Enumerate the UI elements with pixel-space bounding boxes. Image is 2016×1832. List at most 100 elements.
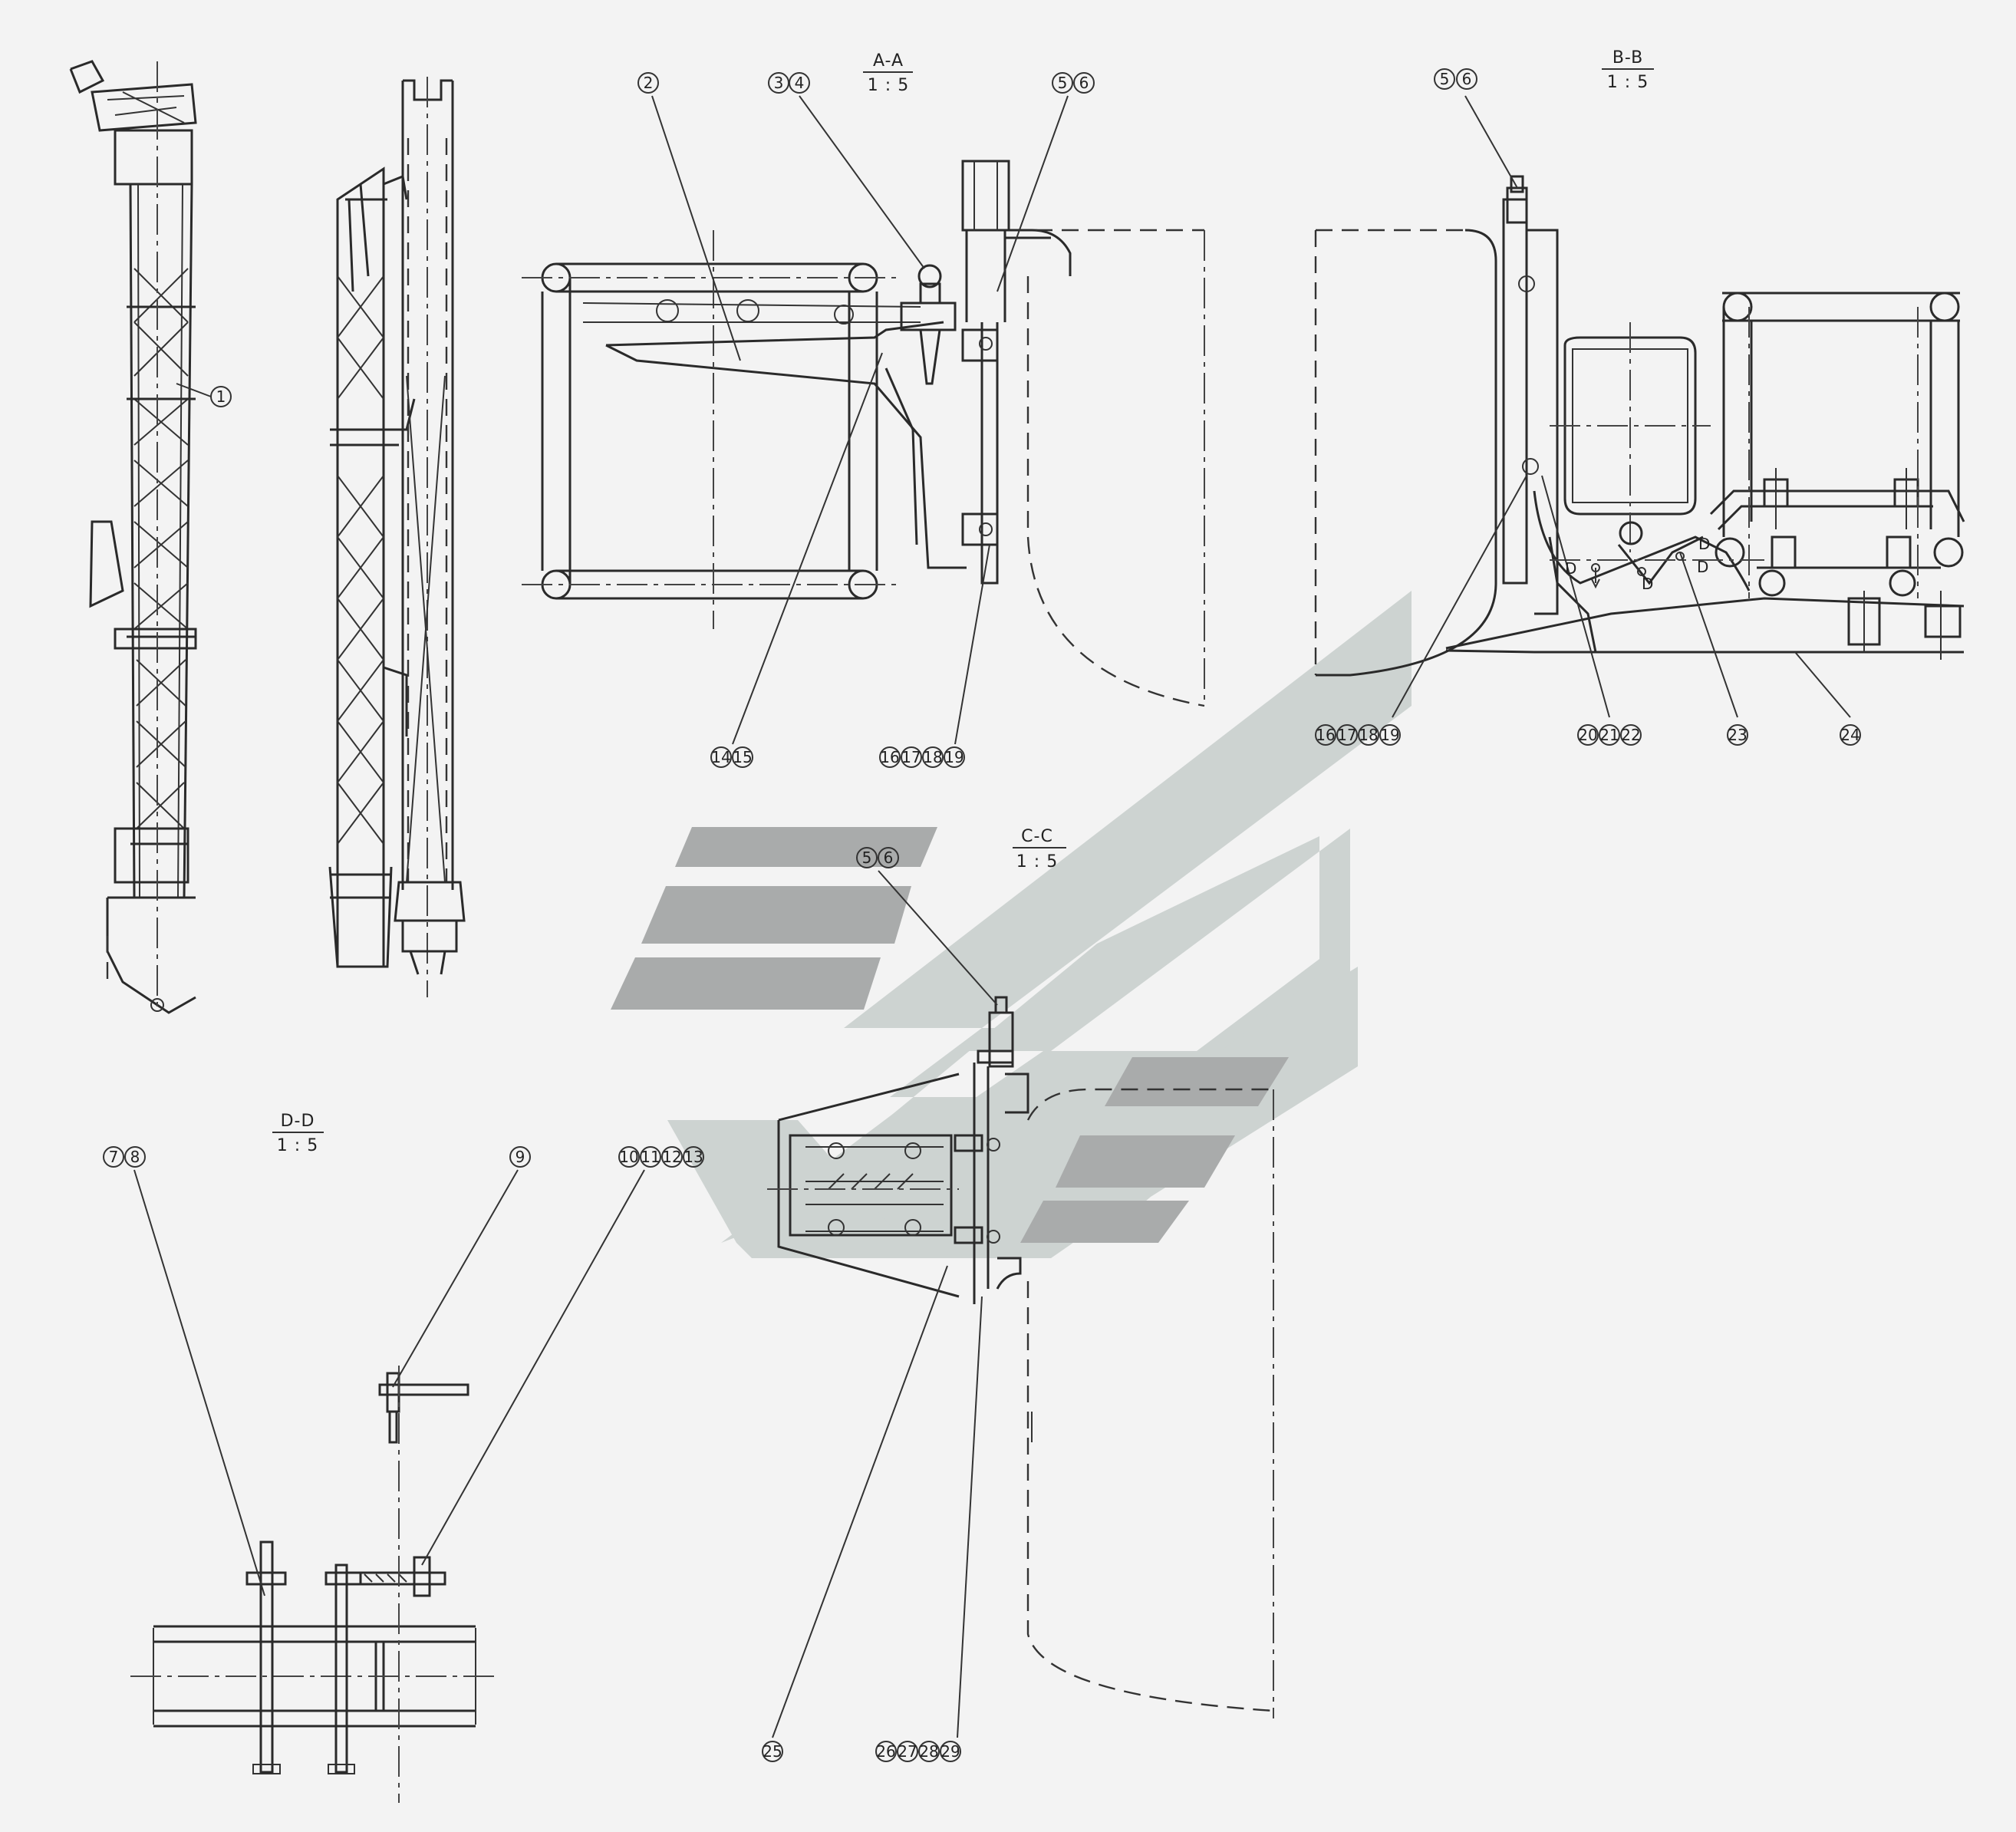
callout-18: 18 [922, 746, 944, 768]
svg-text:7: 7 [109, 1148, 119, 1166]
callout-19: 19 [944, 746, 965, 768]
svg-text:1: 1 [216, 387, 226, 406]
svg-text:8: 8 [130, 1148, 140, 1166]
callout-8: 8 [124, 1146, 146, 1168]
svg-text:14: 14 [711, 748, 730, 766]
callout-6: 6 [1073, 72, 1095, 94]
svg-text:18: 18 [1359, 726, 1378, 744]
callout-3: 3 [768, 72, 789, 94]
callout-7: 7 [103, 1146, 124, 1168]
svg-text:19: 19 [1380, 726, 1399, 744]
svg-text:12: 12 [662, 1148, 681, 1166]
callout-28: 28 [918, 1741, 940, 1762]
svg-text:23: 23 [1728, 726, 1747, 744]
boom-elevation-left [69, 60, 197, 1014]
callout-18: 18 [1358, 724, 1379, 746]
section-scale-d-d: 1 : 5 [277, 1136, 318, 1155]
section-label-d-d: D-D [281, 1112, 315, 1131]
callout-6: 6 [878, 847, 899, 868]
section-c-c [767, 996, 1274, 1718]
leader-lines [133, 95, 1851, 1738]
svg-text:27: 27 [898, 1742, 917, 1761]
svg-text:5: 5 [1440, 70, 1450, 88]
watermark-logo [606, 591, 1412, 1258]
svg-text:18: 18 [923, 748, 942, 766]
callout-19: 19 [1379, 724, 1401, 746]
callout-16: 16 [879, 746, 901, 768]
callout-13: 13 [683, 1146, 704, 1168]
callout-6: 6 [1456, 68, 1477, 90]
svg-text:4: 4 [795, 74, 805, 92]
svg-text:22: 22 [1621, 726, 1640, 744]
svg-text:19: 19 [944, 748, 964, 766]
view-markers: D D D D [1565, 535, 1710, 593]
callout-5: 5 [1434, 68, 1455, 90]
svg-text:11: 11 [641, 1148, 660, 1166]
callout-15: 15 [732, 746, 753, 768]
svg-text:17: 17 [901, 748, 921, 766]
section-scale-a-a: 1 : 5 [868, 76, 909, 95]
callout-bubbles: 1 2 3 4 5 6 14 15 16 17 18 19 5 6 16 17 … [103, 68, 1861, 1762]
section-d-d [130, 1366, 499, 1803]
svg-text:16: 16 [1316, 726, 1335, 744]
callout-21: 21 [1599, 724, 1620, 746]
callout-25: 25 [762, 1741, 783, 1762]
callout-17: 17 [901, 746, 922, 768]
boom-elevation-center [328, 77, 466, 997]
svg-text:6: 6 [1462, 70, 1472, 88]
callout-17: 17 [1336, 724, 1358, 746]
svg-text:20: 20 [1578, 726, 1597, 744]
callout-11: 11 [640, 1146, 661, 1168]
svg-text:24: 24 [1840, 726, 1860, 744]
section-label-a-a: A-A [873, 51, 904, 71]
section-label-b-b: B-B [1612, 48, 1643, 68]
svg-text:9: 9 [516, 1148, 525, 1166]
view-marker-d: D [1642, 575, 1653, 593]
callout-10: 10 [618, 1146, 640, 1168]
view-marker-d: D [1698, 535, 1710, 553]
section-title-a-a: A-A 1 : 5 [863, 51, 913, 95]
callout-16: 16 [1315, 724, 1336, 746]
svg-text:16: 16 [880, 748, 899, 766]
lattice-left [133, 268, 189, 829]
section-title-b-b: B-B 1 : 5 [1602, 48, 1654, 92]
callout-14: 14 [710, 746, 732, 768]
svg-text:21: 21 [1599, 726, 1619, 744]
svg-text:5: 5 [862, 848, 872, 867]
section-label-c-c: C-C [1021, 827, 1053, 846]
callout-1: 1 [210, 386, 232, 407]
callout-29: 29 [940, 1741, 961, 1762]
svg-text:13: 13 [684, 1148, 703, 1166]
svg-text:10: 10 [619, 1148, 638, 1166]
svg-text:5: 5 [1058, 74, 1068, 92]
callout-24: 24 [1840, 724, 1861, 746]
svg-text:6: 6 [1079, 74, 1089, 92]
svg-text:25: 25 [763, 1742, 782, 1761]
section-title-d-d: D-D 1 : 5 [272, 1112, 324, 1155]
view-marker-d: D [1697, 558, 1708, 576]
section-b-b [1314, 175, 1965, 677]
svg-text:3: 3 [774, 74, 784, 92]
svg-text:26: 26 [876, 1742, 895, 1761]
svg-text:17: 17 [1337, 726, 1356, 744]
callout-23: 23 [1727, 724, 1748, 746]
callout-12: 12 [661, 1146, 683, 1168]
callout-27: 27 [897, 1741, 918, 1762]
callout-26: 26 [875, 1741, 897, 1762]
callout-20: 20 [1577, 724, 1599, 746]
callout-22: 22 [1620, 724, 1642, 746]
callout-5: 5 [856, 847, 878, 868]
svg-text:2: 2 [644, 74, 654, 92]
svg-text:29: 29 [940, 1742, 960, 1761]
section-title-c-c: C-C 1 : 5 [1013, 827, 1066, 872]
svg-text:6: 6 [884, 848, 894, 867]
section-scale-c-c: 1 : 5 [1016, 852, 1058, 872]
section-a-a [522, 160, 1205, 707]
callout-4: 4 [789, 72, 810, 94]
svg-text:15: 15 [733, 748, 752, 766]
callout-9: 9 [509, 1146, 531, 1168]
view-marker-d: D [1565, 559, 1576, 578]
callout-2: 2 [637, 72, 659, 94]
